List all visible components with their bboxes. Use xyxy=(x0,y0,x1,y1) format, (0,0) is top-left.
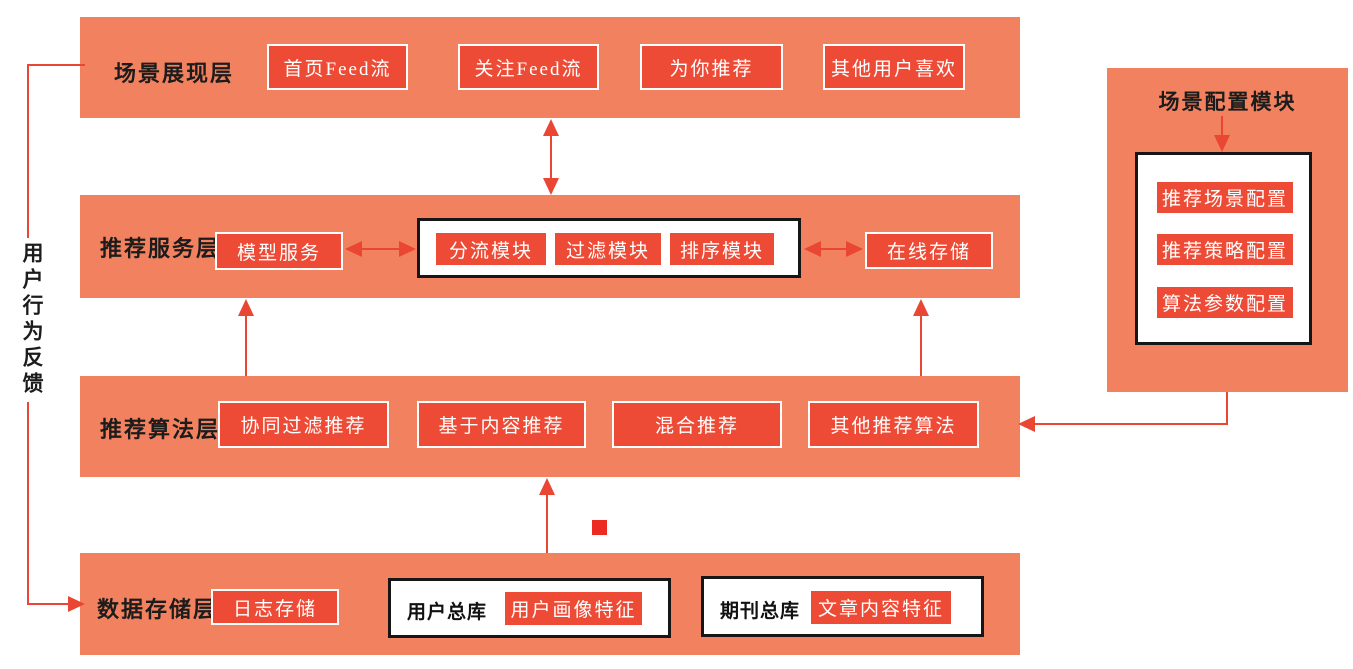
node-split-module: 分流模块 xyxy=(436,233,546,265)
config-panel-title: 场景配置模块 xyxy=(1158,91,1297,114)
node-rank-module: 排序模块 xyxy=(670,233,774,265)
feedback-top-hline xyxy=(27,64,85,66)
config-connector-vline xyxy=(1226,392,1228,424)
node-algorithm-param-config: 算法参数配置 xyxy=(1157,287,1293,318)
node-strategy-config: 推荐策略配置 xyxy=(1157,234,1293,265)
layer-presentation: 场景展现层 首页Feed流 关注Feed流 为你推荐 其他用户喜欢 xyxy=(80,17,1020,118)
config-connector-arrow-left-icon xyxy=(1018,416,1035,432)
node-article-content-feature: 文章内容特征 xyxy=(811,591,951,624)
model-pipeline-arrow-left-icon xyxy=(345,241,362,257)
node-follow-feed: 关注Feed流 xyxy=(458,44,599,90)
node-other-users-like: 其他用户喜欢 xyxy=(823,44,965,90)
feedback-label: 用户行为反馈 xyxy=(14,238,48,402)
data-algo-arrow-up-icon xyxy=(539,478,555,495)
journal-db-label: 期刊总库 xyxy=(720,601,801,622)
feedback-bottom-hline xyxy=(27,603,70,605)
user-db-container: 用户总库 用户画像特征 xyxy=(388,578,671,638)
config-title-arrow-line xyxy=(1221,116,1223,136)
layer-service-label: 推荐服务层 xyxy=(100,236,221,261)
model-pipeline-arrow-line xyxy=(360,248,401,250)
node-log-storage: 日志存储 xyxy=(211,589,339,625)
pipeline-storage-arrow-right-icon xyxy=(846,241,863,257)
layer-algorithm-label: 推荐算法层 xyxy=(100,417,221,442)
pipeline-container: 分流模块 过滤模块 排序模块 xyxy=(417,218,801,278)
node-user-profile-feature: 用户画像特征 xyxy=(505,592,642,625)
algo-storage-arrow-up-icon xyxy=(913,299,929,316)
node-model-service: 模型服务 xyxy=(215,232,343,270)
pipeline-storage-arrow-line xyxy=(819,248,848,250)
user-db-label: 用户总库 xyxy=(407,602,488,623)
node-scene-config: 推荐场景配置 xyxy=(1157,182,1293,213)
node-collaborative-filtering: 协同过滤推荐 xyxy=(218,401,389,448)
presentation-service-arrow-line xyxy=(550,132,552,180)
presentation-service-arrow-up-icon xyxy=(543,119,559,136)
node-filter-module: 过滤模块 xyxy=(555,233,661,265)
model-pipeline-arrow-right-icon xyxy=(399,241,416,257)
algo-model-arrow-line xyxy=(245,315,247,376)
config-box: 推荐场景配置 推荐策略配置 算法参数配置 xyxy=(1135,152,1312,345)
journal-db-container: 期刊总库 文章内容特征 xyxy=(701,576,984,637)
config-title-arrow-down-icon xyxy=(1214,135,1230,152)
presentation-service-arrow-down-icon xyxy=(543,178,559,195)
algo-model-arrow-up-icon xyxy=(238,299,254,316)
layer-storage: 数据存储层 日志存储 用户总库 用户画像特征 期刊总库 文章内容特征 xyxy=(80,553,1020,655)
algo-storage-arrow-line xyxy=(920,315,922,376)
layer-algorithm: 推荐算法层 协同过滤推荐 基于内容推荐 混合推荐 其他推荐算法 xyxy=(80,376,1020,477)
node-online-storage: 在线存储 xyxy=(865,232,993,269)
red-square-marker xyxy=(592,520,607,535)
pipeline-storage-arrow-left-icon xyxy=(804,241,821,257)
layer-presentation-label: 场景展现层 xyxy=(114,61,235,86)
node-content-based: 基于内容推荐 xyxy=(417,401,586,448)
layer-service: 推荐服务层 模型服务 分流模块 过滤模块 排序模块 在线存储 xyxy=(80,195,1020,298)
layer-storage-label: 数据存储层 xyxy=(97,597,218,622)
node-recommended-for-you: 为你推荐 xyxy=(640,44,783,90)
node-other-algorithms: 其他推荐算法 xyxy=(808,401,979,448)
config-panel: 场景配置模块 推荐场景配置 推荐策略配置 算法参数配置 xyxy=(1107,68,1348,392)
feedback-arrow-right-icon xyxy=(68,596,85,612)
data-algo-arrow-line xyxy=(546,494,548,553)
node-hybrid-recommendation: 混合推荐 xyxy=(612,401,782,448)
config-connector-hline xyxy=(1034,423,1228,425)
node-home-feed: 首页Feed流 xyxy=(267,44,408,90)
